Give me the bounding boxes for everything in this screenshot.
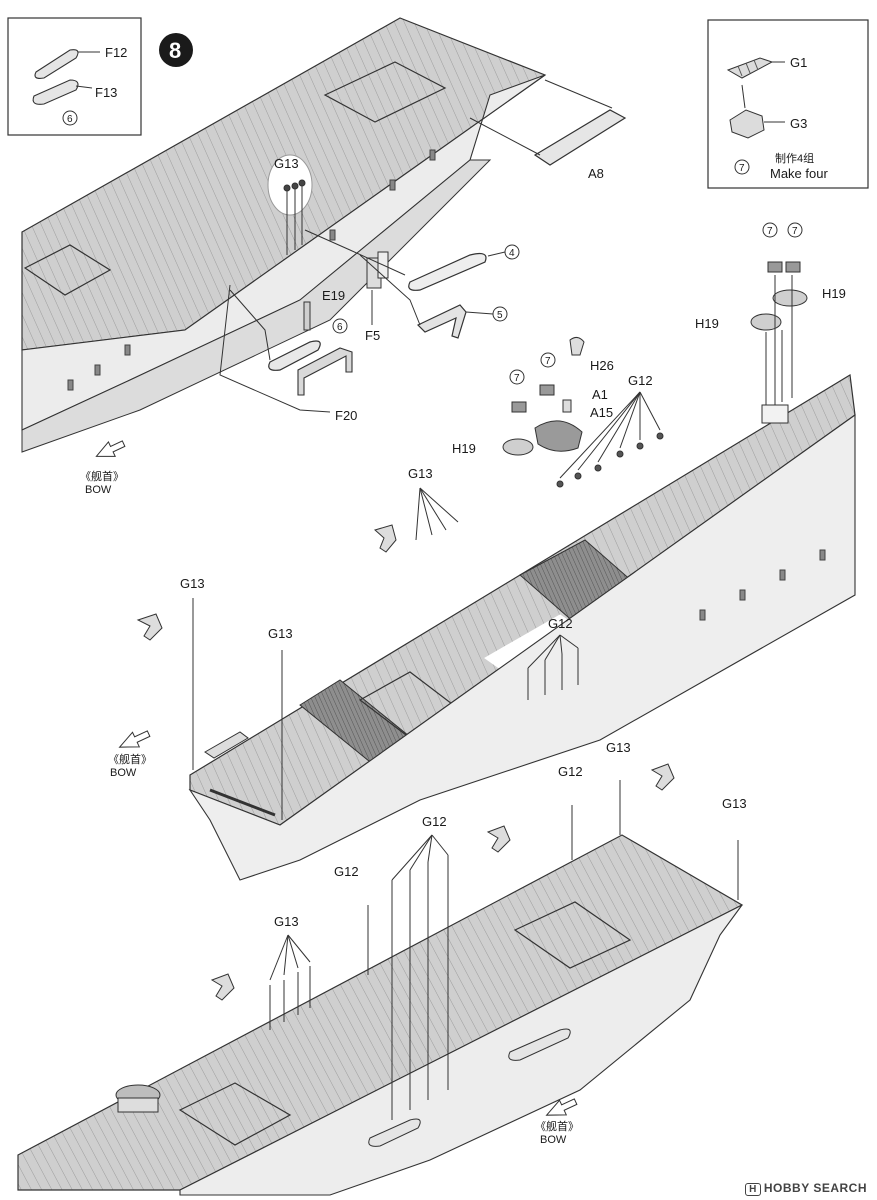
label-a15: A15 <box>590 405 613 420</box>
g13-example-bottom-c <box>210 973 235 1001</box>
ref-6: 6 <box>337 322 343 333</box>
step-marker: 8 <box>159 33 193 67</box>
inset-right-ref: 7 <box>739 163 745 174</box>
bow-en-top: BOW <box>85 484 112 496</box>
part-h26 <box>569 336 585 356</box>
bow-arrow-top <box>95 440 126 457</box>
label-f12: F12 <box>105 45 127 60</box>
bow-arrow-middle <box>118 730 151 748</box>
label-g13-bottom-a: G13 <box>606 740 631 755</box>
g12-example-bottom <box>486 825 511 853</box>
part-e19 <box>303 301 311 331</box>
ref-4: 4 <box>509 248 515 259</box>
label-g1: G1 <box>790 55 807 70</box>
label-h19-right: H19 <box>822 286 846 301</box>
g13-example-middle <box>373 524 397 553</box>
bow-cn-bottom: 《舰首》 <box>535 1119 579 1133</box>
label-f13: F13 <box>95 85 117 100</box>
part-g3 <box>729 109 765 139</box>
part-h19-upper <box>772 289 808 307</box>
label-f5: F5 <box>365 328 380 343</box>
ref-5: 5 <box>497 310 503 321</box>
label-g12-upper: G12 <box>628 373 653 388</box>
bow-cn-middle: 《舰首》 <box>108 752 152 766</box>
part-f12 <box>34 49 79 79</box>
part-a8 <box>533 109 627 166</box>
bottom-elevator-aft <box>513 901 632 969</box>
g13-example-bottom-a <box>650 763 675 791</box>
label-g13-bottom-b: G13 <box>722 796 747 811</box>
inset-right-note-cn: 制作4组 <box>775 151 814 165</box>
label-h19-left: H19 <box>695 316 719 331</box>
label-g13-middle: G13 <box>408 466 433 481</box>
part-f13 <box>32 79 79 105</box>
bottom-elevator-fwd <box>178 1082 292 1146</box>
g13-example-bow <box>136 613 163 641</box>
top-elevator-fwd <box>23 244 112 296</box>
label-h26: H26 <box>590 358 614 373</box>
top-elevator-aft <box>323 61 447 123</box>
g13-parts-top <box>283 179 306 255</box>
watermark-text: HOBBY SEARCH <box>763 1181 867 1195</box>
g13-callout-bubble <box>267 154 313 216</box>
bow-arrow-bottom <box>545 1098 578 1116</box>
part-a15 <box>534 420 583 452</box>
label-g12-bottom-a: G12 <box>558 764 583 779</box>
label-a1: A1 <box>592 387 608 402</box>
g12-parts-upper <box>559 391 661 479</box>
label-f20: F20 <box>335 408 357 423</box>
label-g12-bottom-c: G12 <box>334 864 359 879</box>
ref-7-d: 7 <box>514 373 520 384</box>
label-e19: E19 <box>322 288 345 303</box>
bottom-assembly: 《舰首》 BOW G13 G13 G12 G12 G12 G13 <box>17 740 747 1196</box>
inset-box-left: F12 F13 6 <box>7 17 142 136</box>
bow-en-bottom: BOW <box>540 1134 567 1146</box>
middle-hull-side <box>188 413 856 881</box>
ref-7-b: 7 <box>792 226 798 237</box>
part-h19-middle <box>502 438 534 456</box>
bottom-boat <box>508 1028 571 1061</box>
part-boat-6 <box>268 340 321 371</box>
label-h19-middle: H19 <box>452 441 476 456</box>
label-g13-top: G13 <box>274 156 299 171</box>
bottom-hull-side <box>179 904 743 1196</box>
inset-right-note-en: Make four <box>770 166 828 181</box>
inset-box-right: G1 G3 7 制作4组 Make four <box>707 19 869 189</box>
label-a8: A8 <box>588 166 604 181</box>
top-assembly: A8 G13 4 5 F5 E19 6 F20 <box>21 17 627 496</box>
ref-7-c: 7 <box>545 356 551 367</box>
part-a1 <box>562 399 572 413</box>
svg-text:8: 8 <box>169 38 181 63</box>
label-g12-bottom-b: G12 <box>422 814 447 829</box>
bow-cn-top: 《舰首》 <box>80 469 124 483</box>
ref-7-a: 7 <box>767 226 773 237</box>
label-g3: G3 <box>790 116 807 131</box>
part-h19-lower <box>750 313 782 331</box>
inset-left-ref: 6 <box>67 114 73 125</box>
watermark-badge: H <box>745 1183 761 1196</box>
label-g13-bow: G13 <box>180 576 205 591</box>
bow-en-middle: BOW <box>110 767 137 779</box>
part-f20 <box>297 347 353 396</box>
label-g12-lower: G12 <box>548 616 573 631</box>
part-crane-5 <box>416 304 467 339</box>
middle-assembly: 《舰首》 BOW 7 7 H19 H19 7 7 H19 A15 A1 H26 … <box>108 222 856 881</box>
label-g13-fwd: G13 <box>268 626 293 641</box>
label-g13-bottom-c: G13 <box>274 914 299 929</box>
part-boat-4 <box>408 252 487 291</box>
